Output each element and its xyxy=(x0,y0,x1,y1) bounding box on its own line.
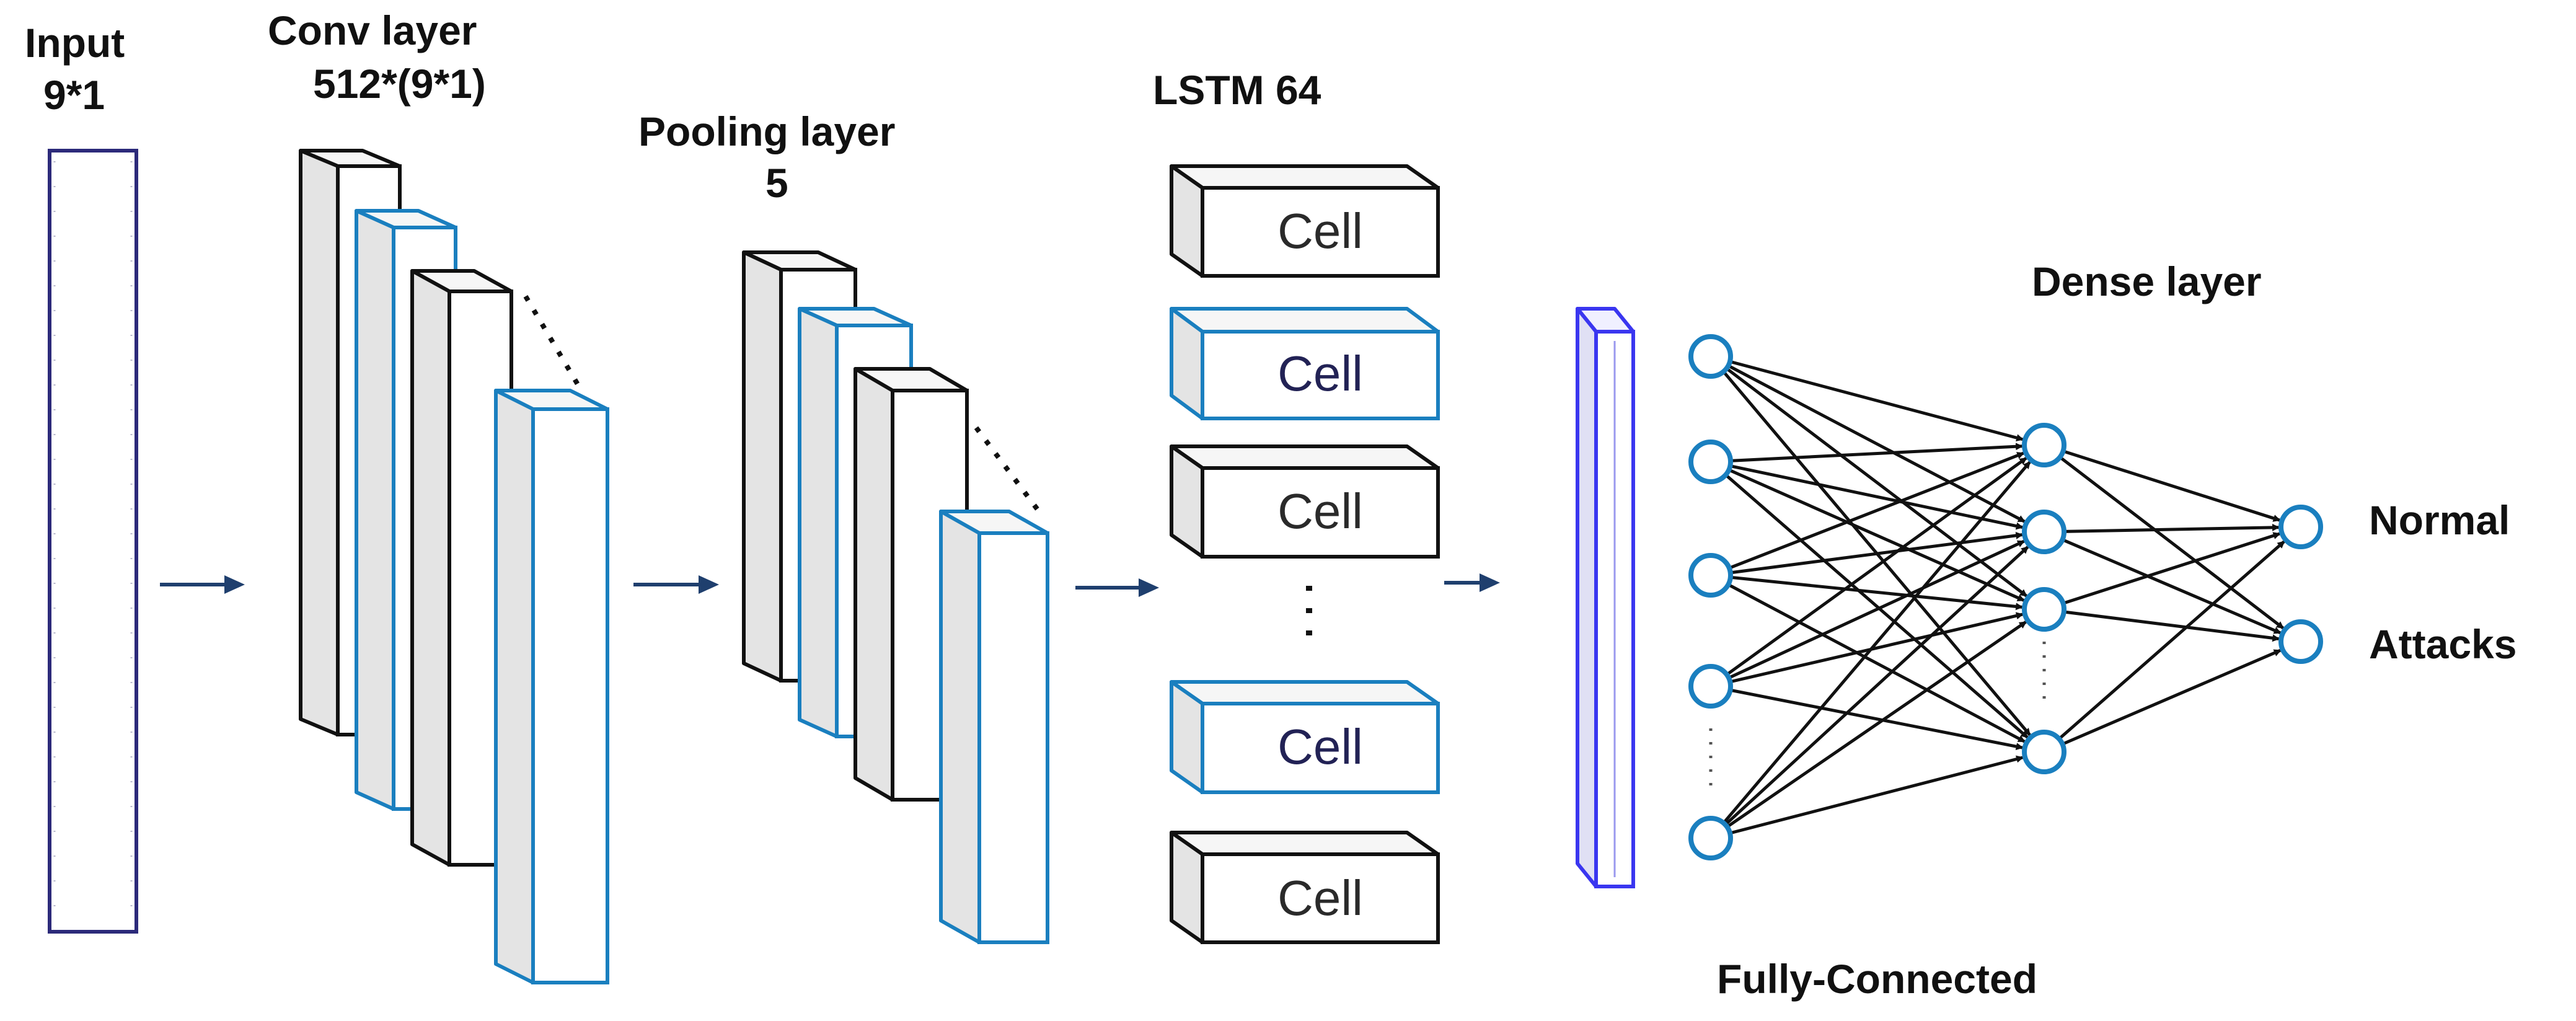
fc-neuron-5 xyxy=(1688,816,1733,860)
connection-1-4-4 xyxy=(1729,688,2024,750)
connection-1-5-3 xyxy=(1726,621,2027,828)
connection-1-2-4 xyxy=(1724,474,2029,739)
pool-feature-map-4 xyxy=(939,510,1049,944)
connection-1-4-3 xyxy=(1729,612,2024,684)
flow-arrow-2 xyxy=(633,575,719,594)
lstm-title: LSTM 64 xyxy=(1153,67,1321,113)
lstm-cell-4: Cell xyxy=(1170,680,1440,794)
lstm-cell-4-label: Cell xyxy=(1277,719,1363,774)
dense-neuron-1 xyxy=(2022,423,2067,467)
lstm-cell-2: Cell xyxy=(1170,307,1440,420)
dense-neuron-4 xyxy=(2022,730,2067,774)
lstm-cell-3: Cell xyxy=(1170,444,1440,559)
output-neuron-1 xyxy=(2278,505,2323,549)
connection-2-4-2 xyxy=(2062,648,2282,746)
conv-dim: 512*(9*1) xyxy=(313,61,486,107)
connection-1-2-1 xyxy=(1730,443,2024,462)
connection-1-1-3 xyxy=(1725,367,2027,598)
output-attacks-label: Attacks xyxy=(2369,621,2516,667)
conv-title: Conv layer xyxy=(268,7,477,53)
connection-2-1-1 xyxy=(2062,449,2281,522)
flow-arrow-3 xyxy=(1075,578,1159,597)
fc-neuron-1 xyxy=(1688,334,1733,379)
connection-1-5-4 xyxy=(1729,755,2024,835)
lstm-cell-2-label: Cell xyxy=(1277,346,1363,401)
connection-1-5-1 xyxy=(1722,461,2031,824)
connection-2-2-1 xyxy=(2063,523,2280,533)
lstm-cell-3-label: Cell xyxy=(1277,484,1363,539)
network-connections xyxy=(1722,360,2285,835)
connection-2-2-2 xyxy=(2062,538,2282,635)
conv-ellipsis-dots xyxy=(523,294,582,389)
connection-1-1-1 xyxy=(1729,360,2024,441)
connection-2-3-1 xyxy=(2062,532,2281,605)
lstm-cell-1-label: Cell xyxy=(1277,203,1363,259)
lstm-cell-5-label: Cell xyxy=(1277,870,1363,926)
connection-2-3-2 xyxy=(2063,610,2280,642)
connection-1-2-2 xyxy=(1729,464,2024,530)
flow-arrow-1 xyxy=(160,575,245,594)
fc-neuron-3 xyxy=(1688,553,1733,598)
dense-neuron-2 xyxy=(2022,510,2067,554)
connection-1-5-2 xyxy=(1724,546,2029,826)
connection-1-3-1 xyxy=(1728,451,2025,570)
connection-1-3-2 xyxy=(1730,531,2024,575)
connection-2-4-1 xyxy=(2058,540,2285,740)
connection-2-1-2 xyxy=(2058,456,2285,630)
connection-1-4-2 xyxy=(1727,539,2026,679)
output-neuron-2 xyxy=(2278,619,2323,664)
dense-neuron-3 xyxy=(2022,587,2067,632)
output-normal-label: Normal xyxy=(2369,497,2510,543)
lstm-layer: Cell Cell Cell Cell Cell xyxy=(1170,164,1440,944)
input-vector xyxy=(48,149,138,934)
pool-dim: 5 xyxy=(765,160,788,206)
lstm-cell-5: Cell xyxy=(1170,831,1440,944)
pooling-layer xyxy=(742,250,1049,944)
fc-neuron-2 xyxy=(1688,440,1733,484)
dense-title: Dense layer xyxy=(2032,259,2262,304)
pool-title: Pooling layer xyxy=(638,108,895,154)
fc-title: Fully-Connected xyxy=(1717,956,2037,1002)
pool-ellipsis-dots xyxy=(974,426,1044,516)
fc-neuron-4 xyxy=(1688,664,1733,709)
conv-feature-map-4 xyxy=(494,389,609,984)
input-title: Input xyxy=(25,20,125,66)
flatten-vector xyxy=(1576,307,1635,888)
network-neurons xyxy=(1688,334,2323,860)
flow-arrow-4 xyxy=(1444,573,1500,592)
connection-1-2-3 xyxy=(1728,468,2025,602)
lstm-cell-1: Cell xyxy=(1170,164,1440,278)
connection-1-4-1 xyxy=(1726,457,2027,676)
conv-layer xyxy=(299,149,609,984)
input-dim: 9*1 xyxy=(43,72,105,118)
connection-1-3-3 xyxy=(1730,575,2024,611)
connection-1-3-4 xyxy=(1727,583,2026,743)
